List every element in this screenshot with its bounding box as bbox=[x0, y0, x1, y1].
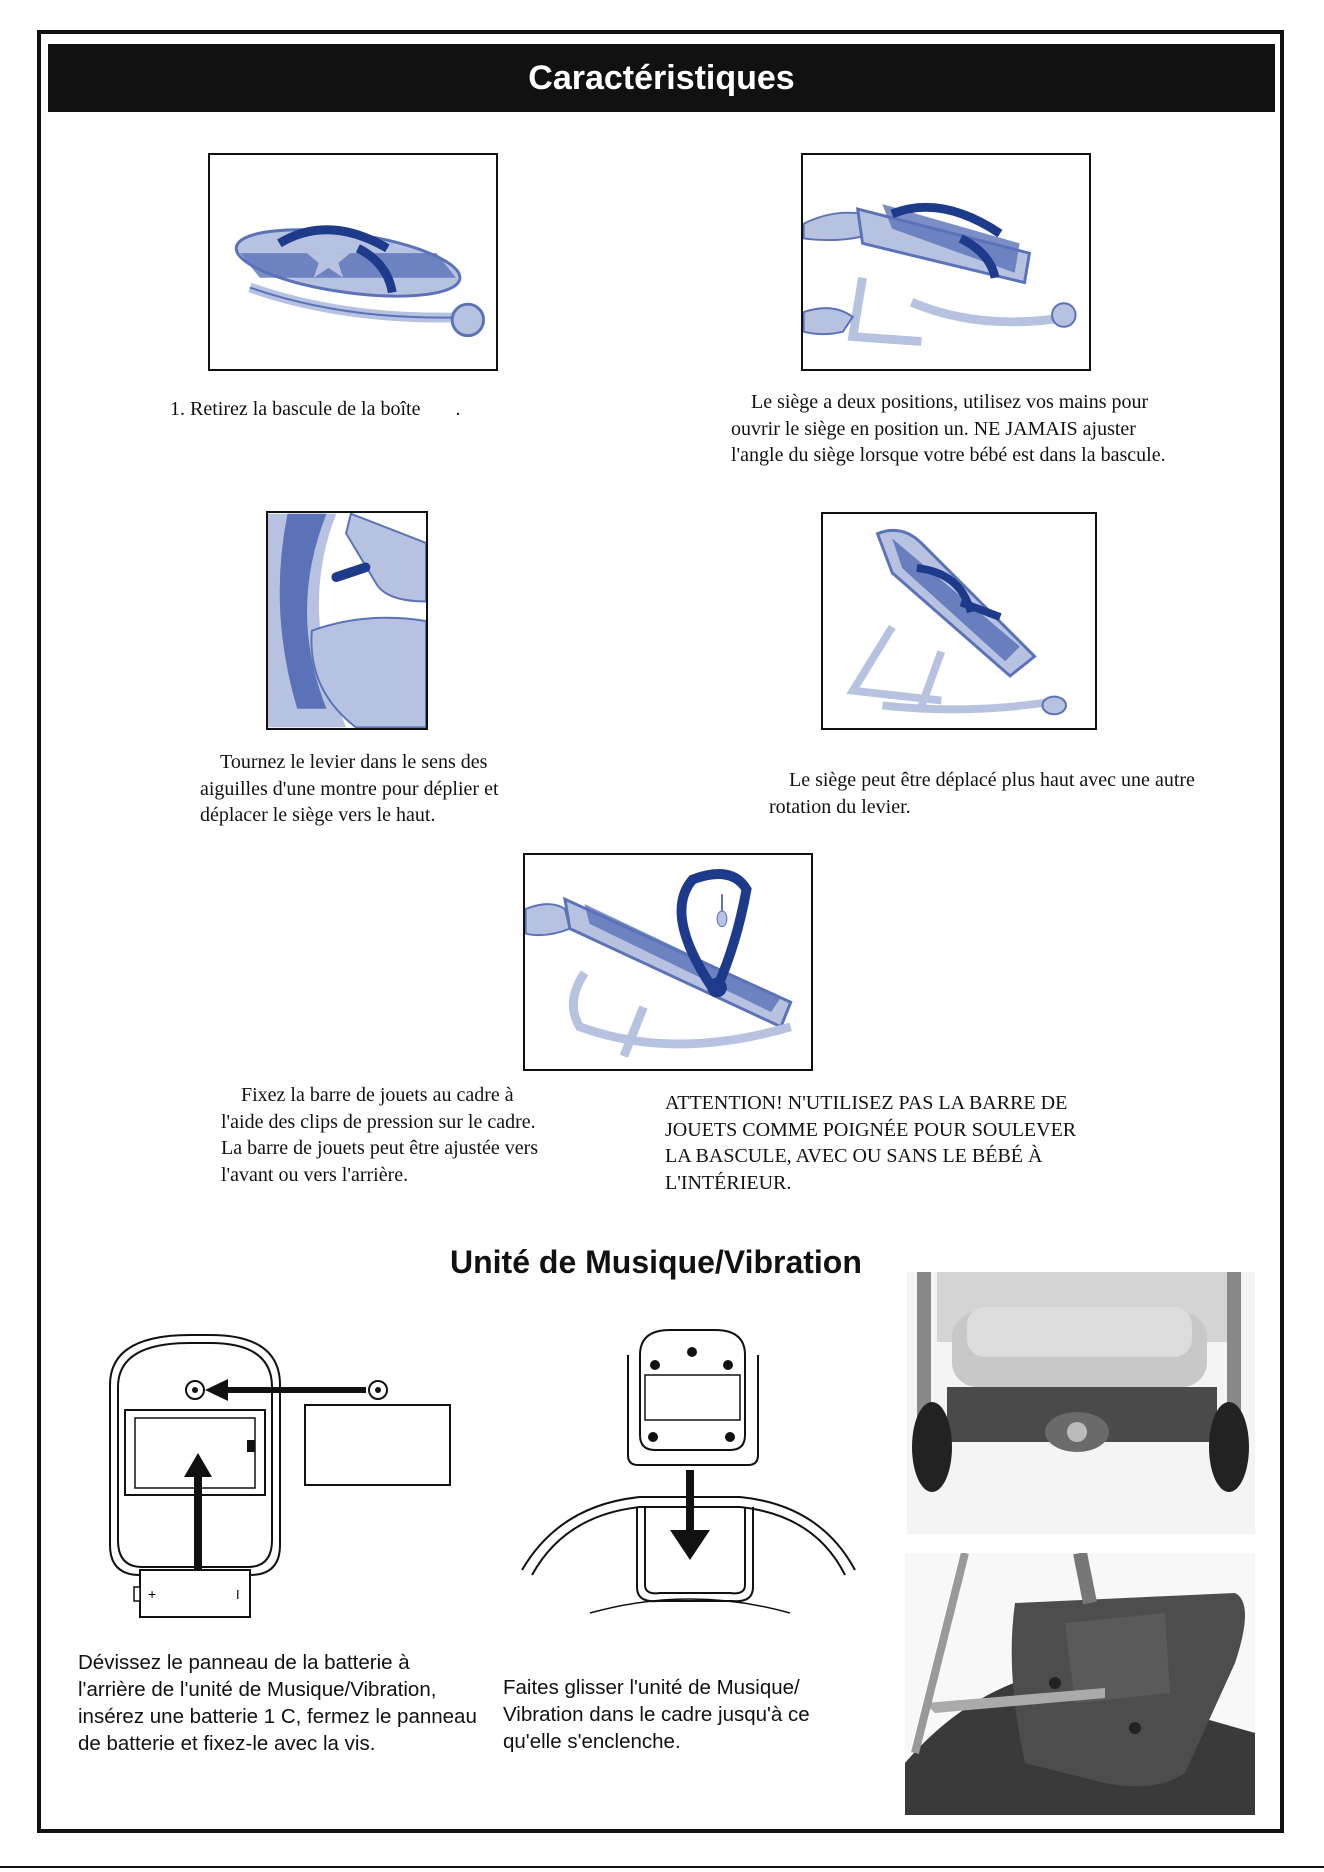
step-4-caption: Le siège peut être déplacé plus haut ave… bbox=[769, 769, 1200, 818]
step-2-caption: Le siège a deux positions, utilisez vos … bbox=[731, 391, 1166, 466]
figure-seat-raised bbox=[821, 512, 1097, 730]
slide-caption: Faites glisser l'unité de Musique/ Vibra… bbox=[503, 1676, 810, 1753]
battery-minus-label: I bbox=[236, 1587, 240, 1602]
bottom-rule bbox=[0, 1866, 1324, 1868]
music-section-title: Unité de Musique/Vibration bbox=[450, 1244, 862, 1280]
figure-battery-insert: + I bbox=[100, 1325, 460, 1625]
photo-seat-unit bbox=[907, 1272, 1255, 1534]
figure-seat-positions bbox=[801, 153, 1091, 371]
battery-caption: Dévissez le panneau de la batterie à l'a… bbox=[78, 1651, 477, 1755]
step-5-caption: Fixez la barre de jouets au cadre à l'ai… bbox=[221, 1084, 544, 1186]
warning-text: ATTENTION! N'UTILISEZ PAS LA BARRE DE JO… bbox=[665, 1092, 1082, 1194]
figure-turn-lever bbox=[266, 511, 428, 730]
page-title: Caractéristiques bbox=[48, 44, 1275, 112]
battery-plus-label: + bbox=[148, 1586, 156, 1602]
photo-unit-attached bbox=[905, 1553, 1255, 1815]
figure-slide-unit bbox=[520, 1325, 860, 1615]
step-1-caption: 1. Retirez la bascule de la boîte . bbox=[170, 398, 461, 420]
step-3-caption: Tournez le levier dans le sens des aigui… bbox=[200, 751, 504, 826]
figure-remove-bouncer bbox=[208, 153, 498, 371]
page-frame bbox=[37, 30, 1284, 1833]
figure-toy-bar bbox=[523, 853, 813, 1071]
